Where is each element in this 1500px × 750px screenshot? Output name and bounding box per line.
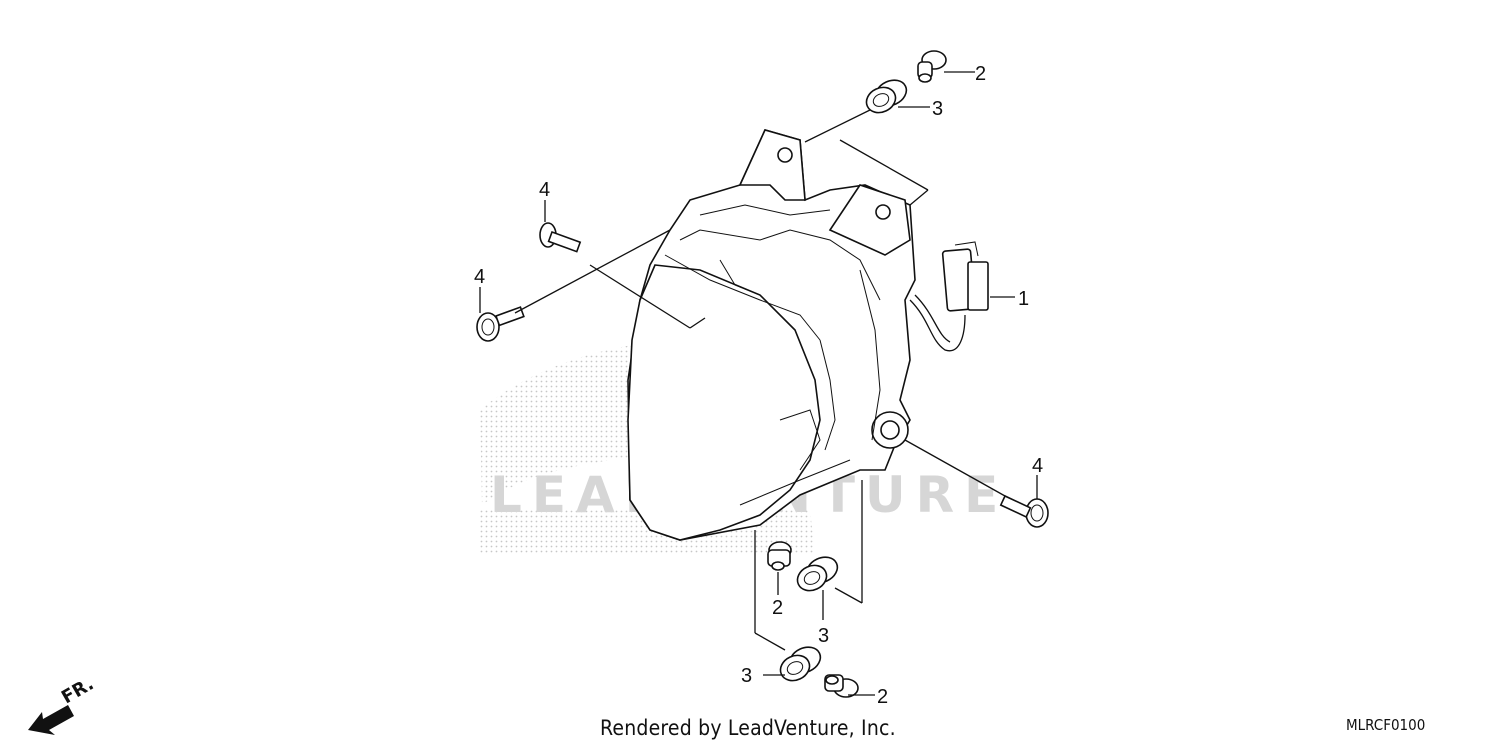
grommet-part-3-mid bbox=[796, 556, 839, 592]
callout-3-mid: 3 bbox=[818, 625, 829, 647]
grommet-part-3-top bbox=[865, 79, 908, 114]
callout-4-left: 4 bbox=[474, 266, 485, 288]
footer-code: MLRCF0100 bbox=[1346, 716, 1426, 734]
callout-2-mid: 2 bbox=[772, 597, 783, 619]
leader-lines bbox=[479, 71, 1038, 696]
grommet-part-3-bottom bbox=[779, 646, 822, 682]
front-arrow-icon bbox=[28, 705, 74, 735]
fr-label: FR. bbox=[58, 673, 97, 708]
callout-2-bottom: 2 bbox=[877, 686, 888, 708]
callout-3-top: 3 bbox=[932, 98, 943, 120]
callout-4-upper: 4 bbox=[539, 179, 550, 201]
callout-4-right: 4 bbox=[1032, 455, 1043, 477]
headlight-assembly bbox=[627, 129, 989, 541]
callout-1: 1 bbox=[1018, 288, 1029, 310]
collar-part-2-mid bbox=[767, 541, 792, 571]
collar-part-2-bottom bbox=[824, 674, 859, 698]
bolt-part-4-upper bbox=[539, 222, 582, 253]
collar-part-2-top bbox=[917, 50, 947, 83]
callout-3-bottom: 3 bbox=[741, 665, 752, 687]
callout-2-top: 2 bbox=[975, 63, 986, 85]
footer-credit: Rendered by LeadVenture, Inc. bbox=[600, 716, 896, 740]
